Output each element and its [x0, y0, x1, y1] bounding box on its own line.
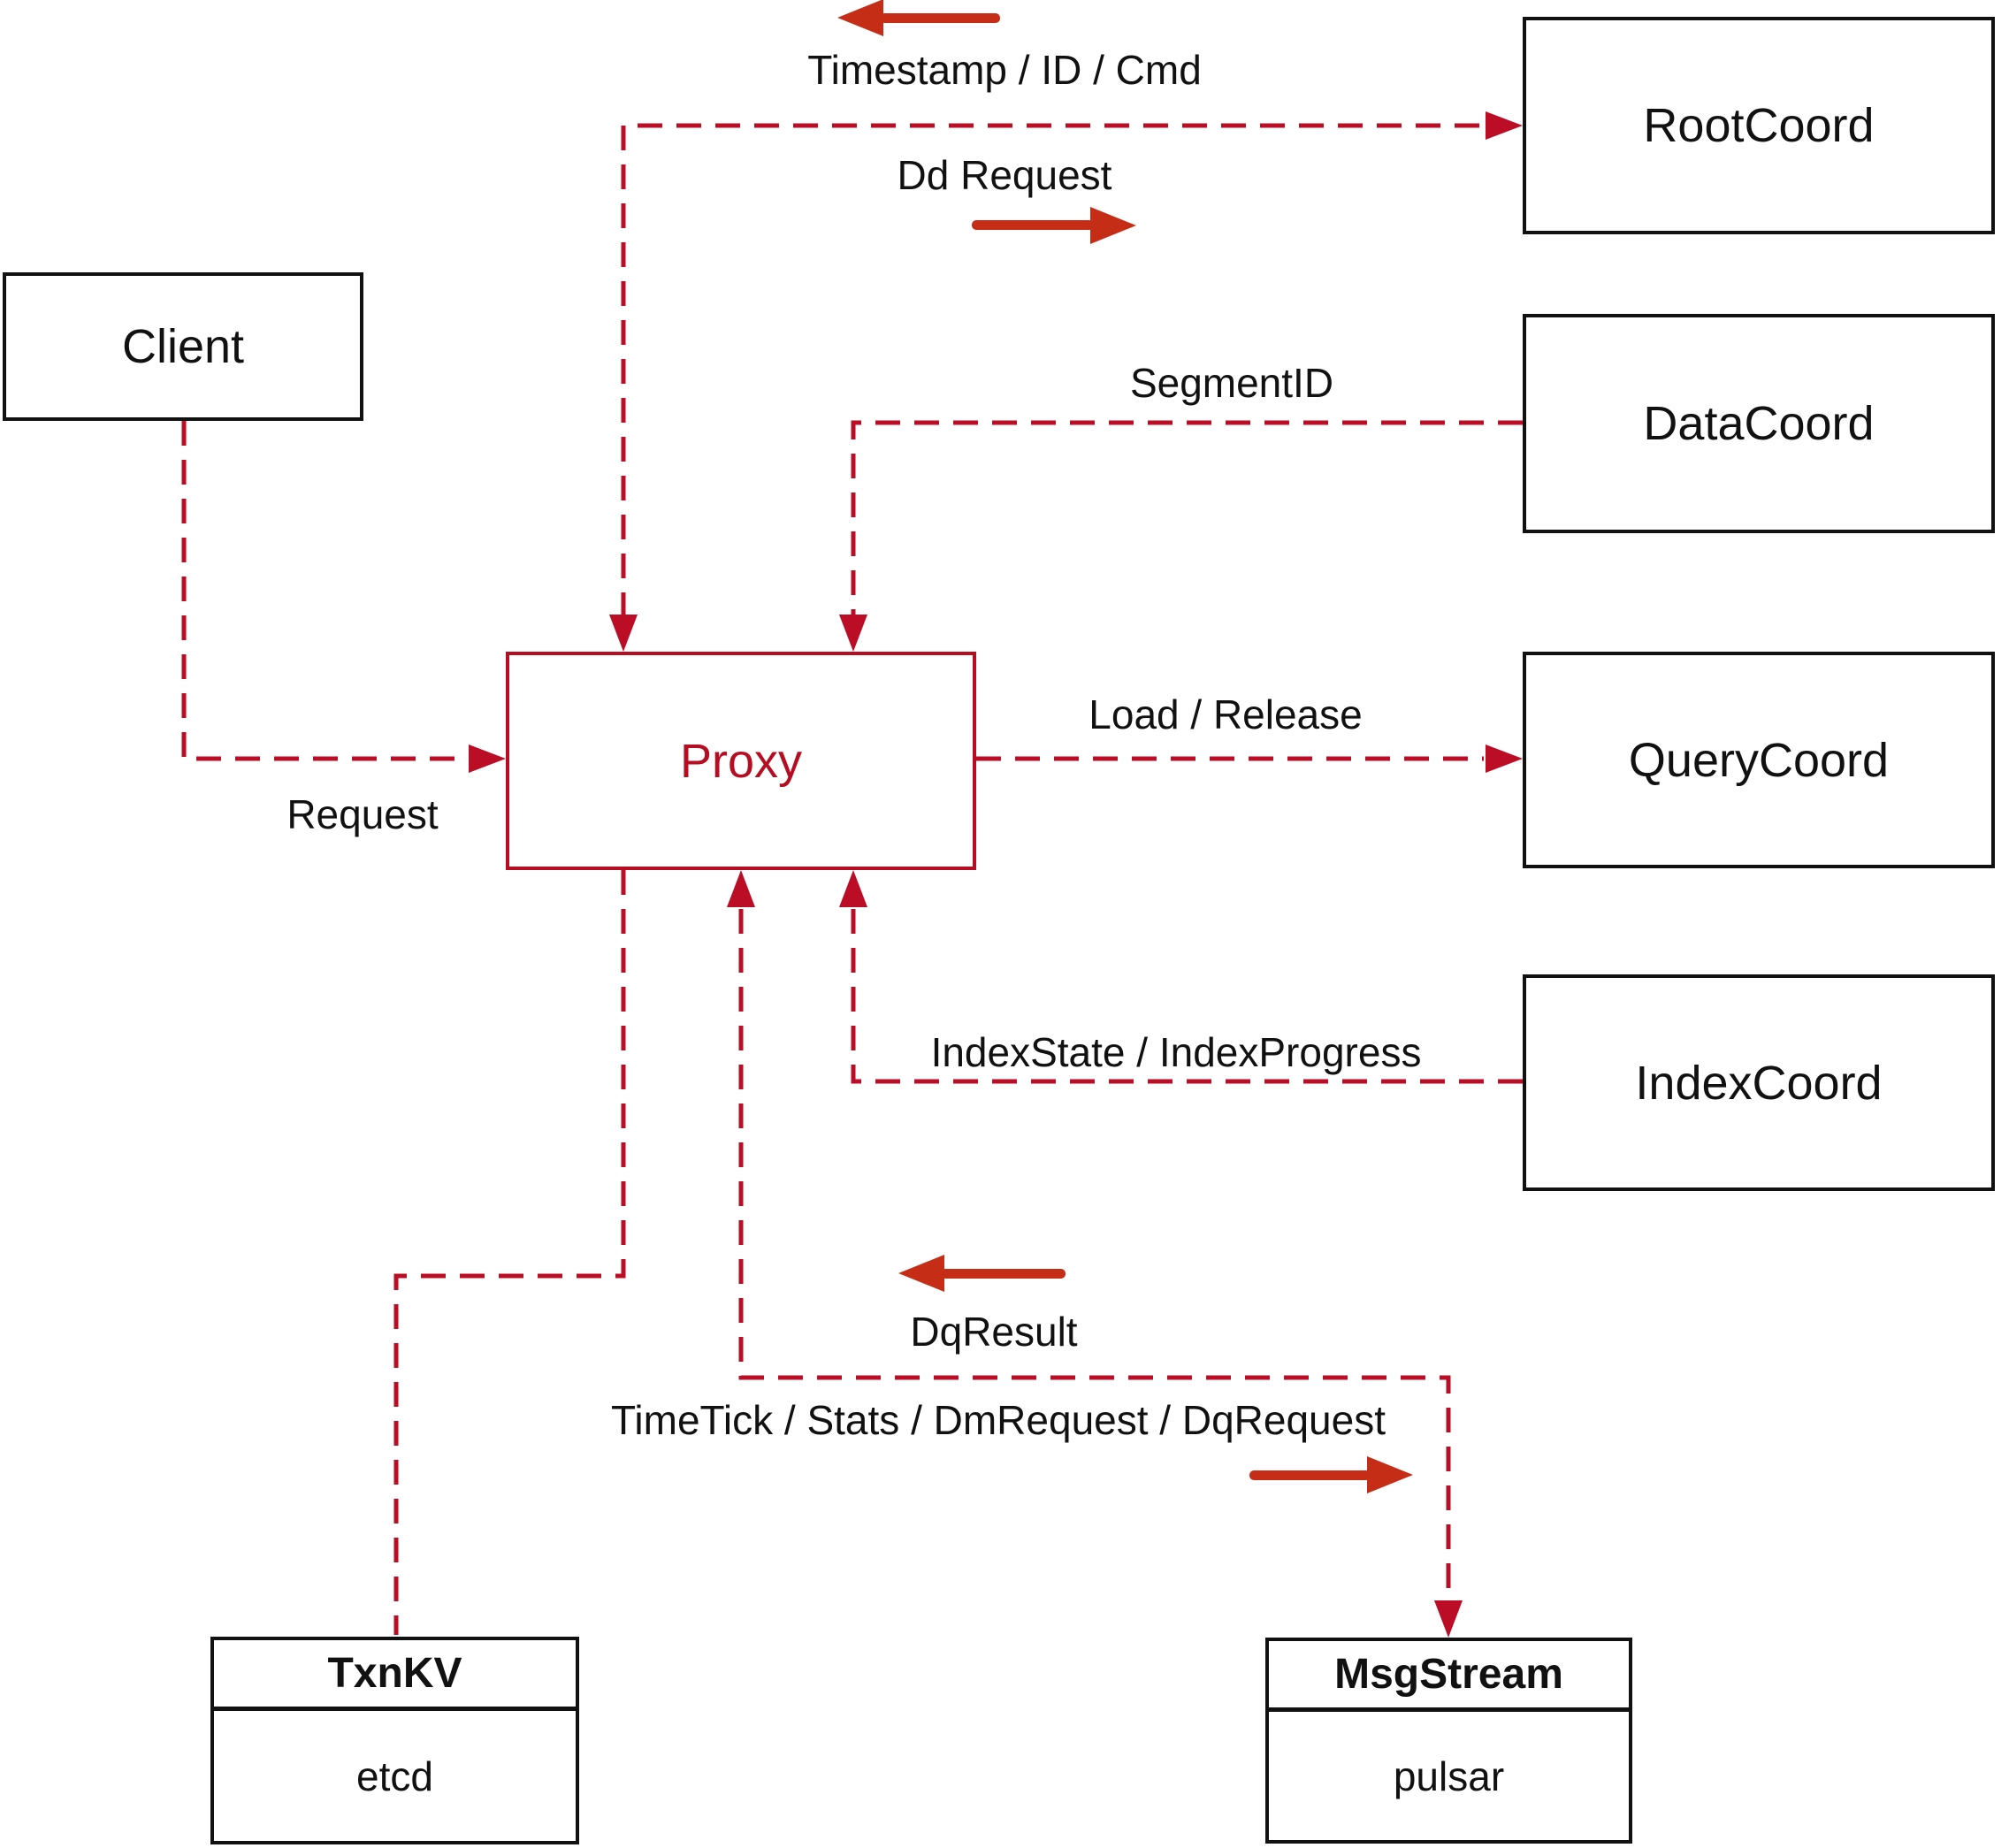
- dd-request-send-arrow-right-icon: [972, 207, 1136, 244]
- arrowhead-into-proxy-left-icon: [469, 745, 506, 773]
- timestamp-id-cmd-label: Timestamp / ID / Cmd: [807, 47, 1202, 93]
- indexstate-indexprogress-label: IndexState / IndexProgress: [930, 1029, 1422, 1075]
- edge-datacoord-proxy: [839, 420, 1523, 652]
- arrowhead-into-proxy-bottom-left-icon: [727, 870, 755, 907]
- timestamp-return-arrow-left-icon: [837, 0, 1000, 36]
- arrowhead-into-querycoord-icon: [1486, 745, 1523, 773]
- timetick-stats-dmrequest-dqrequest-label: TimeTick / Stats / DmRequest / DqRequest: [611, 1397, 1386, 1443]
- node-client: Client: [3, 272, 363, 421]
- node-querycoord: QueryCoord: [1523, 652, 1995, 868]
- msgstream-impl: pulsar: [1393, 1753, 1505, 1799]
- arrowhead-into-proxy-bottom-right-icon: [839, 870, 867, 907]
- dd-request-label: Dd Request: [897, 152, 1112, 198]
- edge-proxy-rootcoord: [609, 111, 1523, 652]
- client-label: Client: [121, 320, 245, 373]
- node-proxy: Proxy: [506, 652, 976, 870]
- txnkv-impl: etcd: [356, 1753, 433, 1799]
- arrowhead-into-rootcoord-icon: [1486, 111, 1523, 140]
- arrowhead-into-msgstream-icon: [1434, 1600, 1463, 1638]
- dq-result-return-arrow-left-icon: [898, 1255, 1066, 1292]
- timetick-send-arrow-right-icon: [1249, 1456, 1413, 1493]
- rootcoord-label: RootCoord: [1643, 99, 1875, 152]
- arrowhead-into-proxy-top-left-icon: [609, 615, 638, 652]
- node-rootcoord: RootCoord: [1523, 17, 1995, 234]
- node-datacoord: DataCoord: [1523, 314, 1995, 533]
- querycoord-label: QueryCoord: [1628, 733, 1890, 787]
- indexcoord-label: IndexCoord: [1635, 1056, 1883, 1110]
- node-txnkv: TxnKV etcd: [210, 1637, 579, 1844]
- edge-proxy-querycoord: [976, 745, 1523, 773]
- edge-proxy-txnkv: [393, 870, 626, 1635]
- edge-proxy-msgstream: [727, 870, 1463, 1638]
- arrowhead-into-proxy-top-right-icon: [839, 615, 867, 652]
- edge-indexcoord-proxy: [839, 870, 1523, 1084]
- segmentid-label: SegmentID: [1129, 360, 1334, 406]
- dqresult-label: DqResult: [910, 1309, 1078, 1355]
- txnkv-title: TxnKV: [214, 1640, 576, 1711]
- node-indexcoord: IndexCoord: [1523, 974, 1995, 1191]
- msgstream-title: MsgStream: [1269, 1641, 1629, 1712]
- proxy-label: Proxy: [679, 734, 803, 788]
- edge-client-proxy: [181, 421, 506, 773]
- datacoord-label: DataCoord: [1643, 397, 1875, 450]
- request-label: Request: [286, 791, 439, 837]
- load-release-label: Load / Release: [1089, 691, 1363, 737]
- node-msgstream: MsgStream pulsar: [1265, 1638, 1632, 1844]
